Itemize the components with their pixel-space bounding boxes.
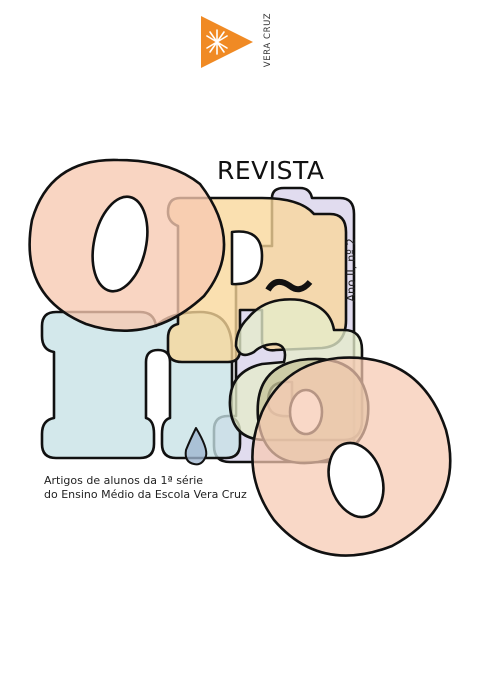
subtitle-line-1: Artigos de alunos da 1ª série: [44, 474, 204, 487]
magazine-heading: REVISTA: [217, 156, 325, 185]
vera-cruz-logo-icon: [201, 16, 253, 68]
cover-subtitle: Artigos de alunos da 1ª série do Ensino …: [44, 474, 247, 502]
droplet-shape: [184, 427, 208, 466]
subtitle-line-2: do Ensino Médio da Escola Vera Cruz: [44, 488, 247, 501]
edition-label: Ano II, nº 2: [344, 238, 358, 302]
